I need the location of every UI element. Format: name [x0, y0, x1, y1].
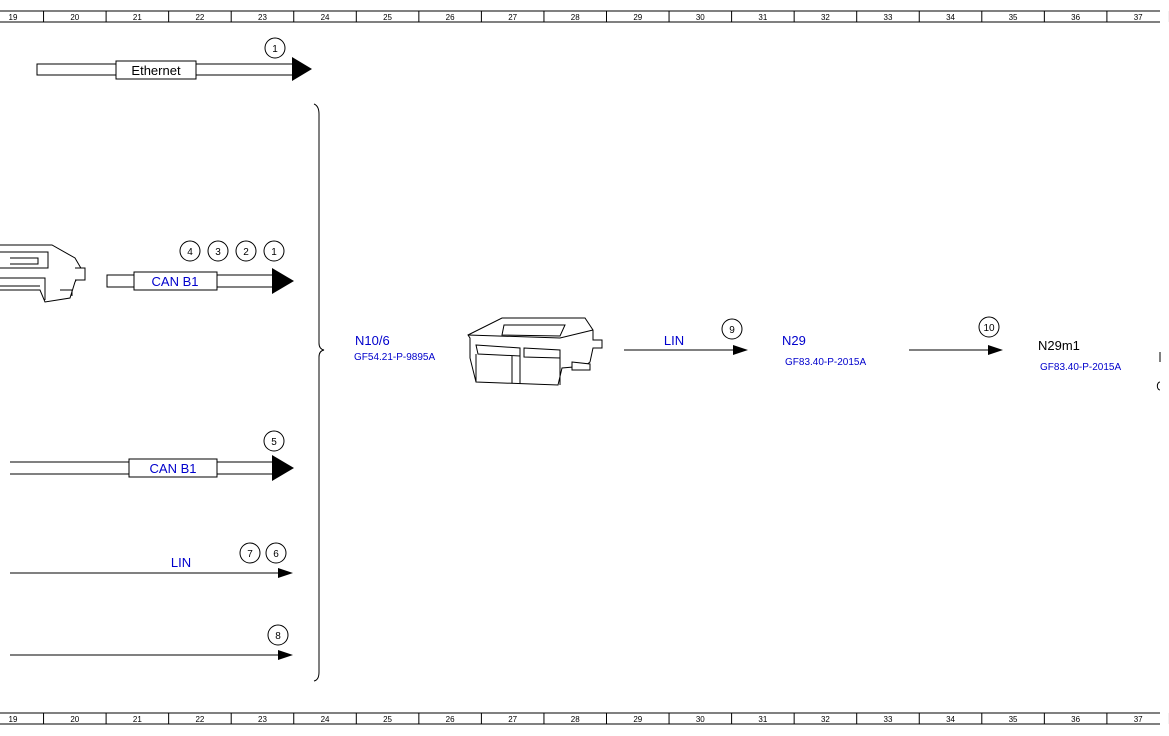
svg-text:5: 5 [271, 437, 277, 448]
svg-text:6: 6 [273, 549, 279, 560]
component-n29m1[interactable]: N29m1 GF83.40-P-2015A [1038, 338, 1121, 373]
svg-text:2: 2 [243, 247, 249, 258]
ruler-label: 27 [508, 13, 517, 22]
n29m1-ref[interactable]: GF83.40-P-2015A [1040, 362, 1121, 373]
svg-text:4: 4 [187, 247, 193, 258]
ruler-label: 31 [758, 715, 767, 724]
can-b1-top-label[interactable]: CAN B1 [152, 274, 199, 289]
svg-text:1: 1 [272, 44, 278, 55]
lin-left-label[interactable]: LIN [171, 555, 191, 570]
ruler-label: 36 [1071, 13, 1080, 22]
bottom-ruler: 19 20 21 22 23 24 25 26 27 28 29 30 31 32 33 34 35 36 37 [0, 712, 1169, 725]
bubble-8[interactable]: 8 [267, 624, 289, 646]
ruler-label: 20 [70, 13, 79, 22]
svg-text:8: 8 [275, 631, 281, 642]
ruler-label: 36 [1071, 715, 1080, 724]
ruler-label: 33 [884, 715, 893, 724]
ruler-label: 30 [696, 715, 705, 724]
top-ruler: 19 20 21 22 23 24 25 26 27 28 29 30 31 32 33 34 35 36 37 [0, 10, 1169, 23]
component-n10-6[interactable]: N10/6 GF54.21-P-9895A [354, 333, 435, 363]
svg-text:9: 9 [729, 325, 735, 336]
bubble-1-ethernet[interactable]: 1 [264, 37, 286, 59]
ruler-label: 29 [633, 13, 642, 22]
ethernet-label-box [115, 60, 197, 80]
bubble-3[interactable]: 3 [207, 240, 229, 262]
lin-right-line[interactable]: LIN 9 [624, 318, 748, 355]
ruler-label: 32 [821, 13, 830, 22]
line-10[interactable]: 10 [909, 316, 1003, 355]
svg-text:10: 10 [983, 323, 995, 334]
ruler-label: 23 [258, 715, 267, 724]
grouping-brace [313, 103, 325, 682]
bubble-7[interactable]: 7 [239, 542, 261, 564]
ruler-label: 21 [133, 715, 142, 724]
ruler-label: 34 [946, 715, 955, 724]
ruler-label: 27 [508, 715, 517, 724]
ruler-label: 20 [70, 715, 79, 724]
can-b1-mid-label-box [128, 458, 218, 478]
ruler-label: 24 [321, 715, 330, 724]
ruler-label: 32 [821, 715, 830, 724]
bubble-6[interactable]: 6 [265, 542, 287, 564]
ruler-label: 33 [884, 13, 893, 22]
svg-text:1: 1 [271, 247, 277, 258]
ruler-label: 22 [195, 715, 204, 724]
lin-left-line[interactable]: LIN 7 6 [10, 542, 293, 578]
ethernet-line[interactable]: Ethernet 1 [36, 37, 312, 81]
ruler-label: 19 [9, 13, 18, 22]
ruler-label: 31 [758, 13, 767, 22]
ruler-label: 25 [383, 715, 392, 724]
bubble-10[interactable]: 10 [978, 316, 1000, 338]
ruler-label: 25 [383, 13, 392, 22]
control-module-n10-6 [467, 317, 603, 386]
n10-6-code[interactable]: N10/6 [355, 333, 390, 348]
bubble-4[interactable]: 4 [179, 240, 201, 262]
bubble-1-can[interactable]: 1 [263, 240, 285, 262]
ruler-label: 29 [633, 715, 642, 724]
ruler-label: 22 [195, 13, 204, 22]
n10-6-ref[interactable]: GF54.21-P-9895A [354, 352, 435, 363]
can-b1-top-label-box [133, 271, 218, 291]
partial-module-top-left [0, 244, 86, 303]
ruler-label: 26 [446, 13, 455, 22]
n29-ref[interactable]: GF83.40-P-2015A [785, 357, 866, 368]
partial-mark-right-edge [1156, 352, 1161, 391]
ruler-label: 37 [1134, 13, 1143, 22]
svg-text:7: 7 [247, 549, 253, 560]
ruler-label: 24 [321, 13, 330, 22]
can-b1-top-line[interactable]: CAN B1 4 3 2 1 [106, 240, 294, 294]
ruler-label: 26 [446, 715, 455, 724]
ruler-label: 28 [571, 13, 580, 22]
ruler-label: 35 [1009, 715, 1018, 724]
svg-text:3: 3 [215, 247, 221, 258]
component-n29[interactable]: N29 GF83.40-P-2015A [782, 333, 866, 368]
ethernet-label: Ethernet [131, 63, 181, 78]
can-b1-mid-label[interactable]: CAN B1 [150, 461, 197, 476]
line-8[interactable]: 8 [10, 624, 293, 660]
ruler-label: 28 [571, 715, 580, 724]
ruler-label: 30 [696, 13, 705, 22]
ruler-label: 34 [946, 13, 955, 22]
bubble-2[interactable]: 2 [235, 240, 257, 262]
ruler-label: 19 [9, 715, 18, 724]
ruler-label: 23 [258, 13, 267, 22]
n29m1-code: N29m1 [1038, 338, 1080, 353]
bubble-5[interactable]: 5 [263, 430, 285, 452]
ruler-label: 21 [133, 13, 142, 22]
ruler-label: 35 [1009, 13, 1018, 22]
can-b1-mid-line[interactable]: CAN B1 5 [10, 430, 294, 481]
lin-right-label[interactable]: LIN [664, 333, 684, 348]
n29-code[interactable]: N29 [782, 333, 806, 348]
ruler-label: 37 [1134, 715, 1143, 724]
bubble-9[interactable]: 9 [721, 318, 743, 340]
